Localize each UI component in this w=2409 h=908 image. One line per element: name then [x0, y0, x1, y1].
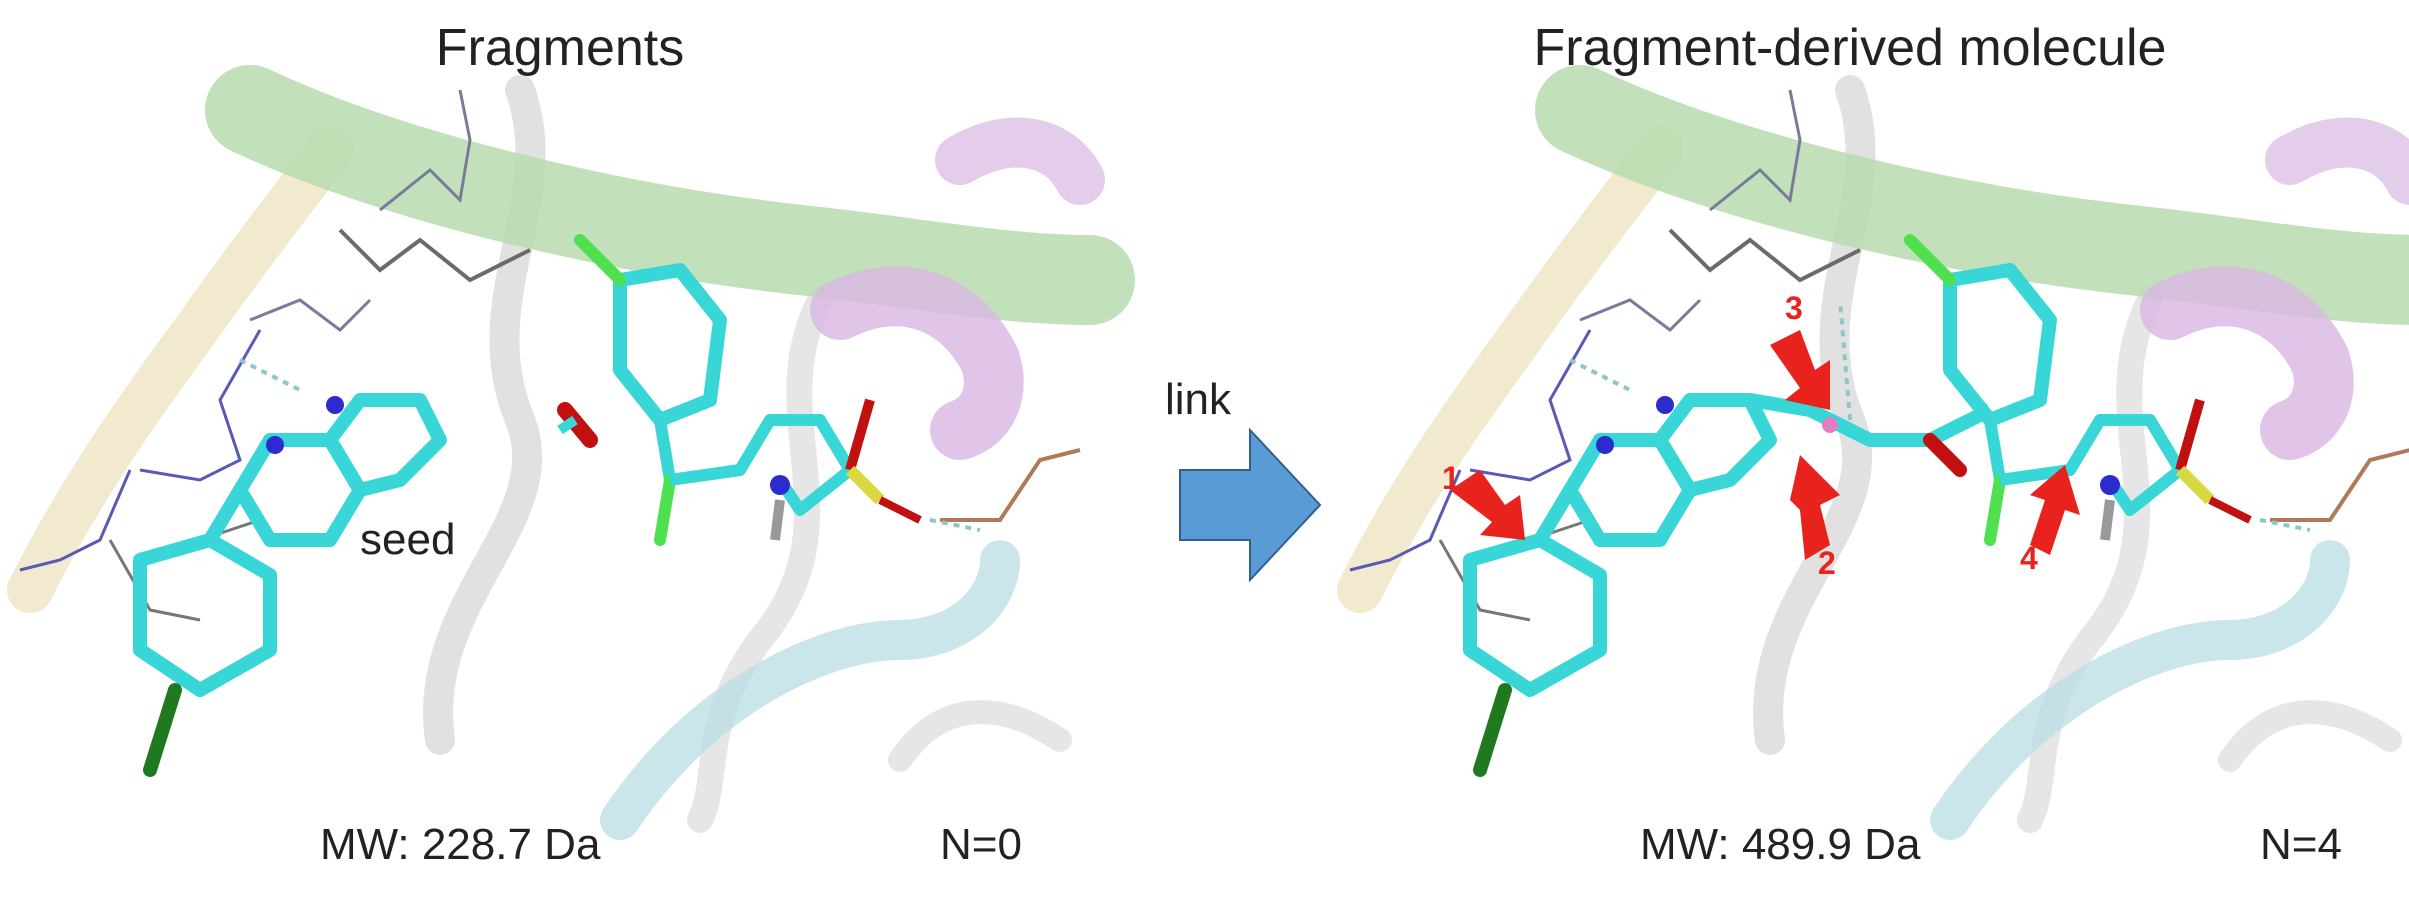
marker-arrow-1	[1450, 470, 1525, 540]
right-n: N=4	[2260, 820, 2342, 869]
marker-arrow-3	[1770, 330, 1830, 410]
left-scene	[20, 90, 1090, 820]
left-n: N=0	[940, 820, 1022, 869]
right-scene	[1350, 90, 2409, 820]
link-arrow	[1179, 427, 1322, 583]
right-panel-title: Fragment-derived molecule	[1533, 19, 2167, 77]
link-label: link	[1165, 375, 1232, 424]
seed-label: seed	[360, 515, 456, 564]
marker-arrow-4	[2030, 465, 2080, 555]
marker-label-4: 4	[2020, 540, 2038, 576]
marker-label-1: 1	[1442, 460, 1460, 496]
left-mw: MW: 228.7 Da	[320, 820, 601, 869]
left-panel-title: Fragments	[435, 19, 685, 77]
marker-label-3: 3	[1785, 290, 1803, 326]
marker-label-2: 2	[1818, 545, 1836, 581]
marker-arrow-2	[1790, 455, 1840, 560]
right-mw: MW: 489.9 Da	[1640, 820, 1921, 869]
